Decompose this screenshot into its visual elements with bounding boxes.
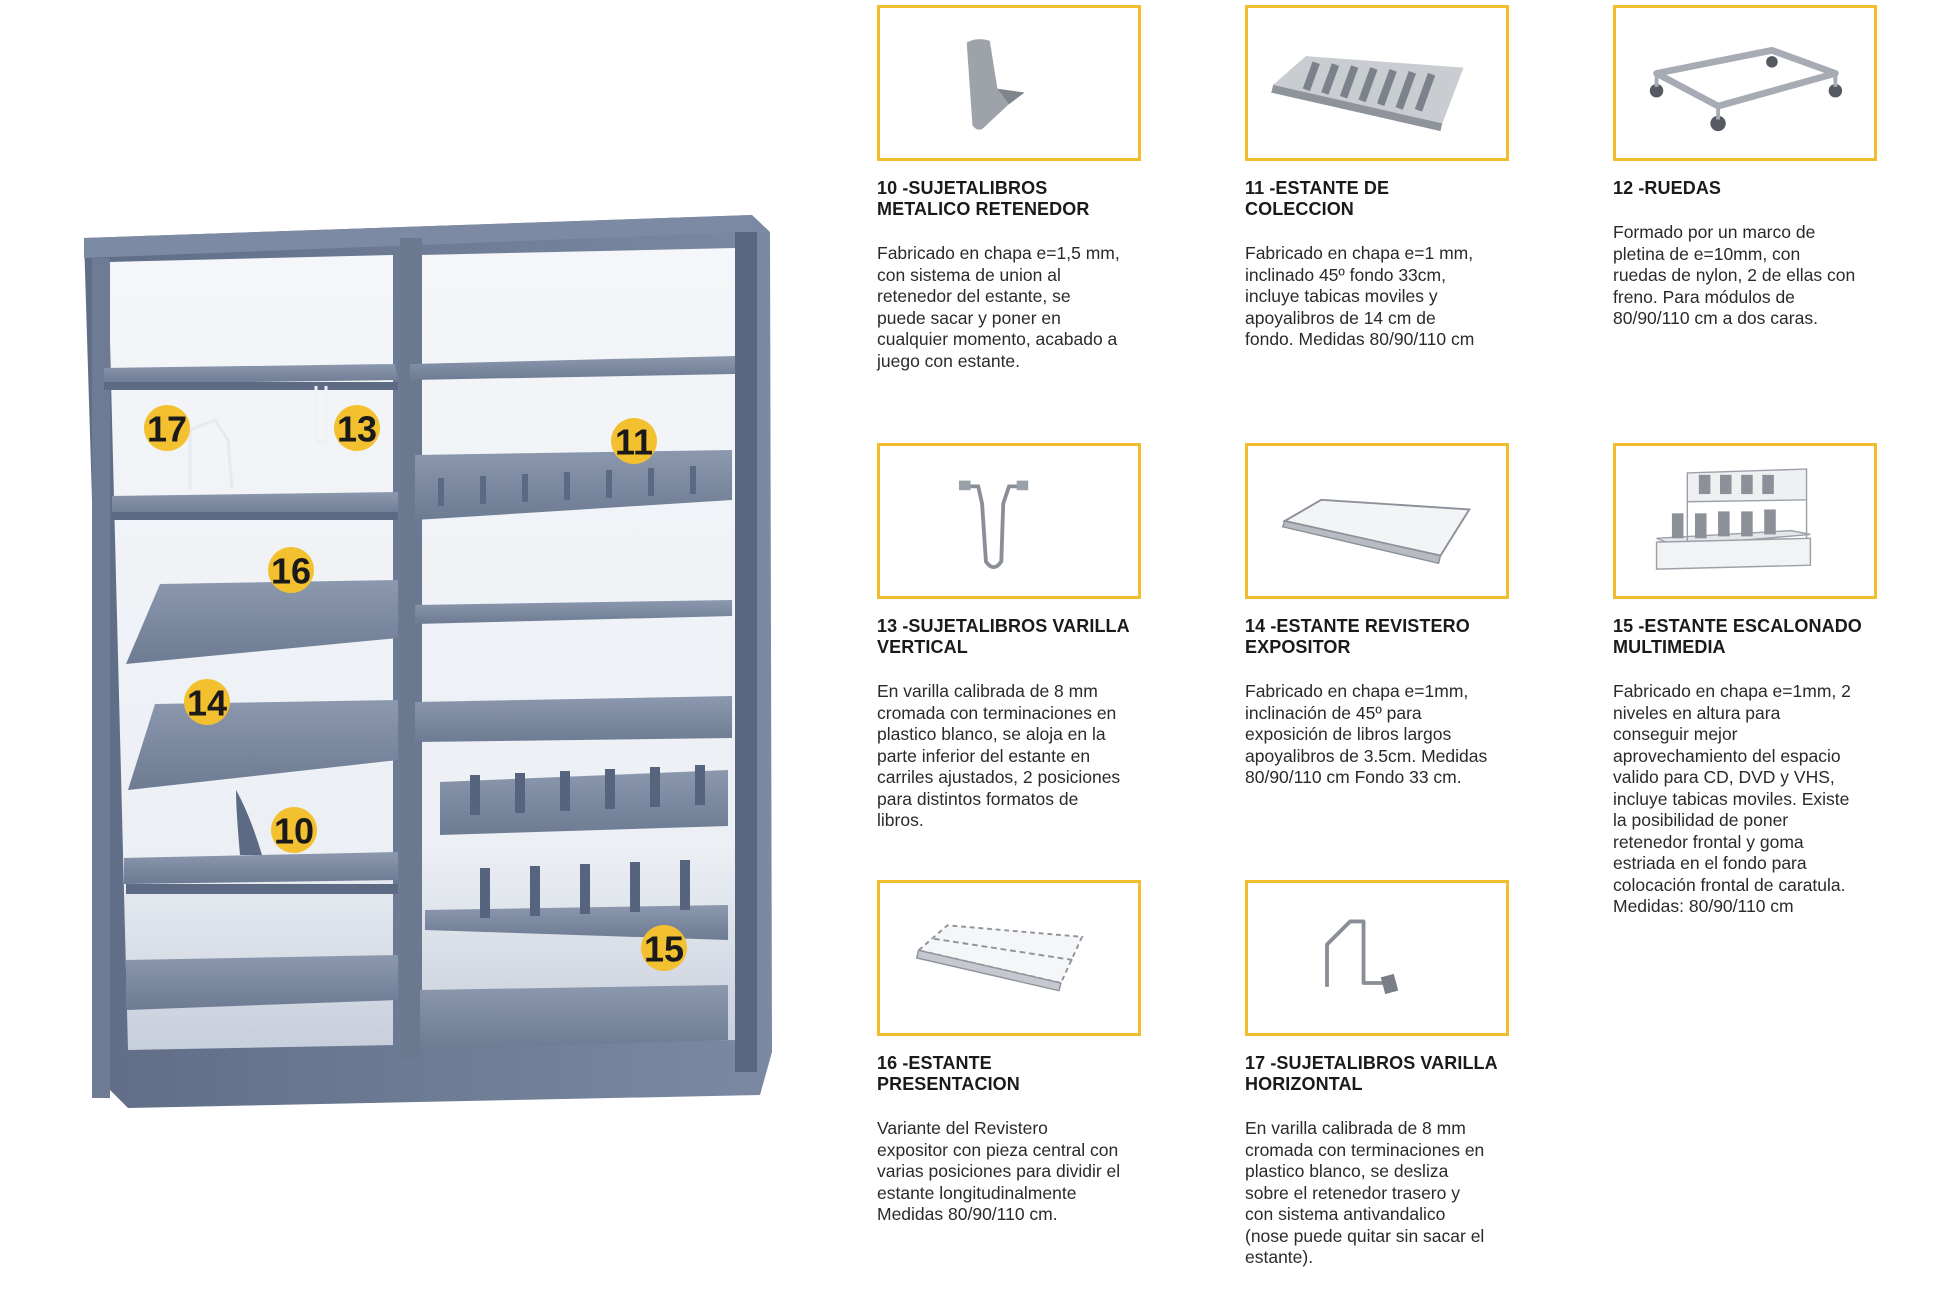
product-description: En varilla calibrada de 8 mm cromada con… [877, 681, 1121, 830]
svg-text:16: 16 [271, 551, 311, 592]
collection-shelf-icon [1245, 5, 1509, 161]
product-title: 15 -ESTANTE ESCALONADO MULTIMEDIA [1613, 616, 1862, 657]
product-title: 16 -ESTANTE PRESENTACION [877, 1053, 1020, 1094]
product-description: Fabricado en chapa e=1mm, 2 niveles en a… [1613, 681, 1851, 916]
callout-11: 11 [611, 418, 657, 464]
svg-text:10: 10 [274, 811, 314, 852]
product-description: Fabricado en chapa e=1 mm, inclinado 45º… [1245, 243, 1475, 349]
shelving-unit-illustration: 17 13 11 16 14 10 15 [84, 215, 772, 1108]
product-card-15: 15 -ESTANTE ESCALONADO MULTIMEDIA Fabric… [1613, 443, 1881, 918]
svg-text:15: 15 [644, 929, 684, 970]
magazine-shelf-icon [1245, 443, 1509, 599]
callout-13: 13 [334, 405, 380, 451]
vertical-rod-bookend-icon [877, 443, 1141, 599]
callout-14: 14 [184, 679, 230, 725]
product-card-11: 11 -ESTANTE DE COLECCION Fabricado en ch… [1245, 5, 1513, 351]
product-card-14: 14 -ESTANTE REVISTERO EXPOSITOR Fabricad… [1245, 443, 1513, 789]
product-title: 17 -SUJETALIBROS VARILLA HORIZONTAL [1245, 1053, 1498, 1094]
product-title: 13 -SUJETALIBROS VARILLA VERTICAL [877, 616, 1130, 657]
svg-text:14: 14 [187, 683, 227, 724]
horizontal-rod-bookend-icon [1245, 880, 1509, 1036]
product-card-17: 17 -SUJETALIBROS VARILLA HORIZONTAL En v… [1245, 880, 1513, 1269]
product-title: 11 -ESTANTE DE COLECCION [1245, 178, 1390, 219]
product-card-12: 12 -RUEDAS Formado por un marco de pleti… [1613, 5, 1881, 330]
callout-17: 17 [144, 405, 190, 451]
svg-text:11: 11 [615, 422, 653, 463]
callout-15: 15 [641, 925, 687, 971]
product-title: 10 -SUJETALIBROS METALICO RETENEDOR [877, 178, 1090, 219]
product-card-16: 16 -ESTANTE PRESENTACION Variante del Re… [877, 880, 1145, 1226]
callout-16: 16 [268, 547, 314, 593]
callout-10: 10 [271, 807, 317, 853]
product-description: Fabricado en chapa e=1mm, inclinación de… [1245, 681, 1488, 787]
wheel-frame-icon [1613, 5, 1877, 161]
svg-text:13: 13 [337, 409, 377, 450]
product-description: Variante del Revistero expositor con pie… [877, 1118, 1121, 1224]
presentation-shelf-icon [877, 880, 1141, 1036]
stepped-multimedia-shelf-icon [1613, 443, 1877, 599]
product-description: Formado por un marco de pletina de e=10m… [1613, 222, 1856, 328]
svg-text:17: 17 [147, 409, 187, 450]
metal-bookend-icon [877, 5, 1141, 161]
product-description: En varilla calibrada de 8 mm cromada con… [1245, 1118, 1485, 1267]
product-description: Fabricado en chapa e=1,5 mm, con sistema… [877, 243, 1120, 371]
product-card-13: 13 -SUJETALIBROS VARILLA VERTICAL En var… [877, 443, 1145, 832]
product-card-10: 10 -SUJETALIBROS METALICO RETENEDOR Fabr… [877, 5, 1145, 372]
product-title: 12 -RUEDAS [1613, 178, 1722, 198]
product-title: 14 -ESTANTE REVISTERO EXPOSITOR [1245, 616, 1470, 657]
